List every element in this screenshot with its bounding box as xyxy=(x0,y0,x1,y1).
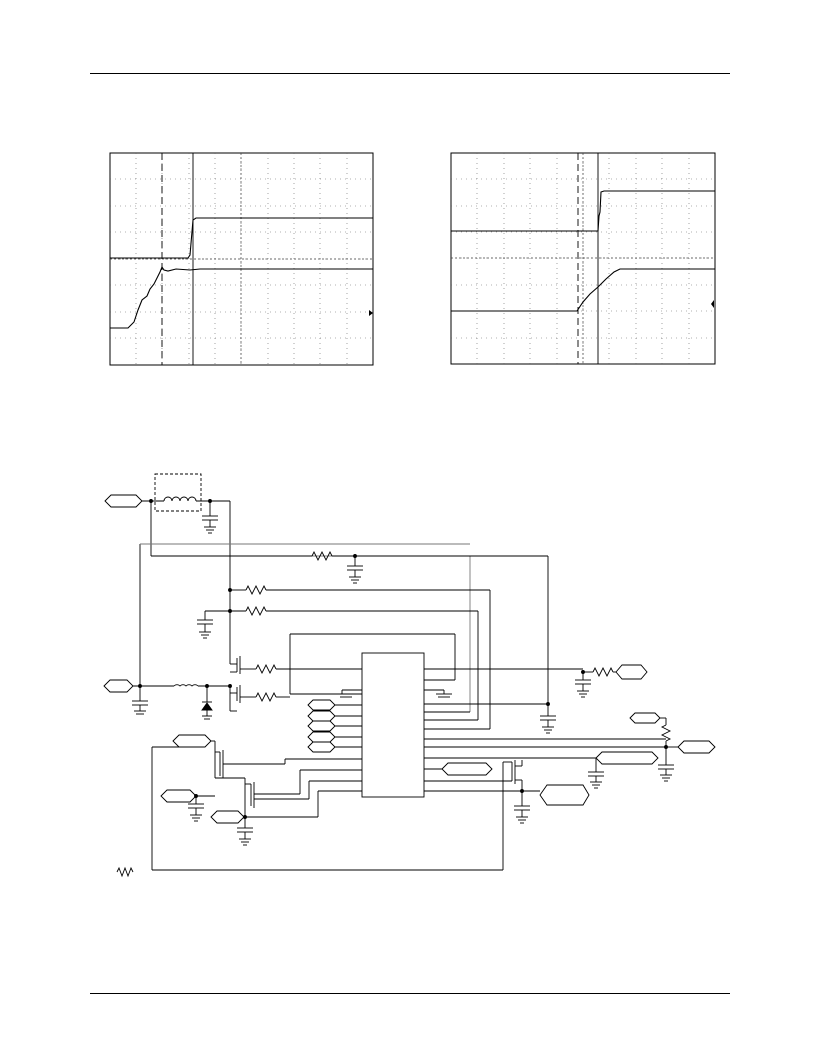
port-bottom-left-2 xyxy=(160,789,197,803)
port-ic-in-3 xyxy=(307,720,336,732)
port-output xyxy=(615,664,648,680)
scope-left-ground-marker xyxy=(369,310,373,316)
scope-left-trace-2 xyxy=(110,265,373,329)
inductor-main xyxy=(173,684,199,687)
scope-left xyxy=(109,152,374,366)
port-right-top xyxy=(629,712,661,724)
port-ic-in-2 xyxy=(307,710,336,722)
port-ic-in-4 xyxy=(307,731,336,743)
scope-right-trace-1 xyxy=(451,190,715,232)
scope-right-trace-2 xyxy=(451,268,715,312)
port-ic-out xyxy=(441,762,493,776)
inductor-top xyxy=(163,496,197,502)
schematic xyxy=(103,473,716,878)
controller-ic xyxy=(361,652,425,798)
port-bottom-left-1 xyxy=(172,734,212,748)
resistor-r5 xyxy=(255,691,277,703)
port-ic-in-5 xyxy=(307,741,336,753)
scope-right xyxy=(450,152,716,365)
port-right-mid xyxy=(677,740,716,754)
diode-symbol xyxy=(201,702,213,711)
port-input-left xyxy=(103,679,134,693)
footer-rule xyxy=(90,993,730,994)
resistor-r2 xyxy=(245,584,267,596)
port-right-long xyxy=(595,751,659,765)
inductor-shield-box xyxy=(154,473,202,512)
header-rule xyxy=(90,73,730,74)
port-bottom-left-3 xyxy=(210,810,245,824)
port-right-lower xyxy=(539,784,590,806)
resistor-r1 xyxy=(311,550,333,562)
scope-left-frame xyxy=(109,152,374,366)
scope-left-trace-1 xyxy=(110,217,373,259)
resistor-r-out xyxy=(592,666,614,678)
resistor-r4 xyxy=(255,663,277,675)
port-input-top xyxy=(104,494,143,508)
scope-right-ground-marker xyxy=(711,300,714,308)
resistor-r-pull xyxy=(660,724,672,742)
resistor-icon xyxy=(116,866,134,878)
resistor-r3 xyxy=(245,605,267,617)
port-ic-in-1 xyxy=(307,699,336,711)
